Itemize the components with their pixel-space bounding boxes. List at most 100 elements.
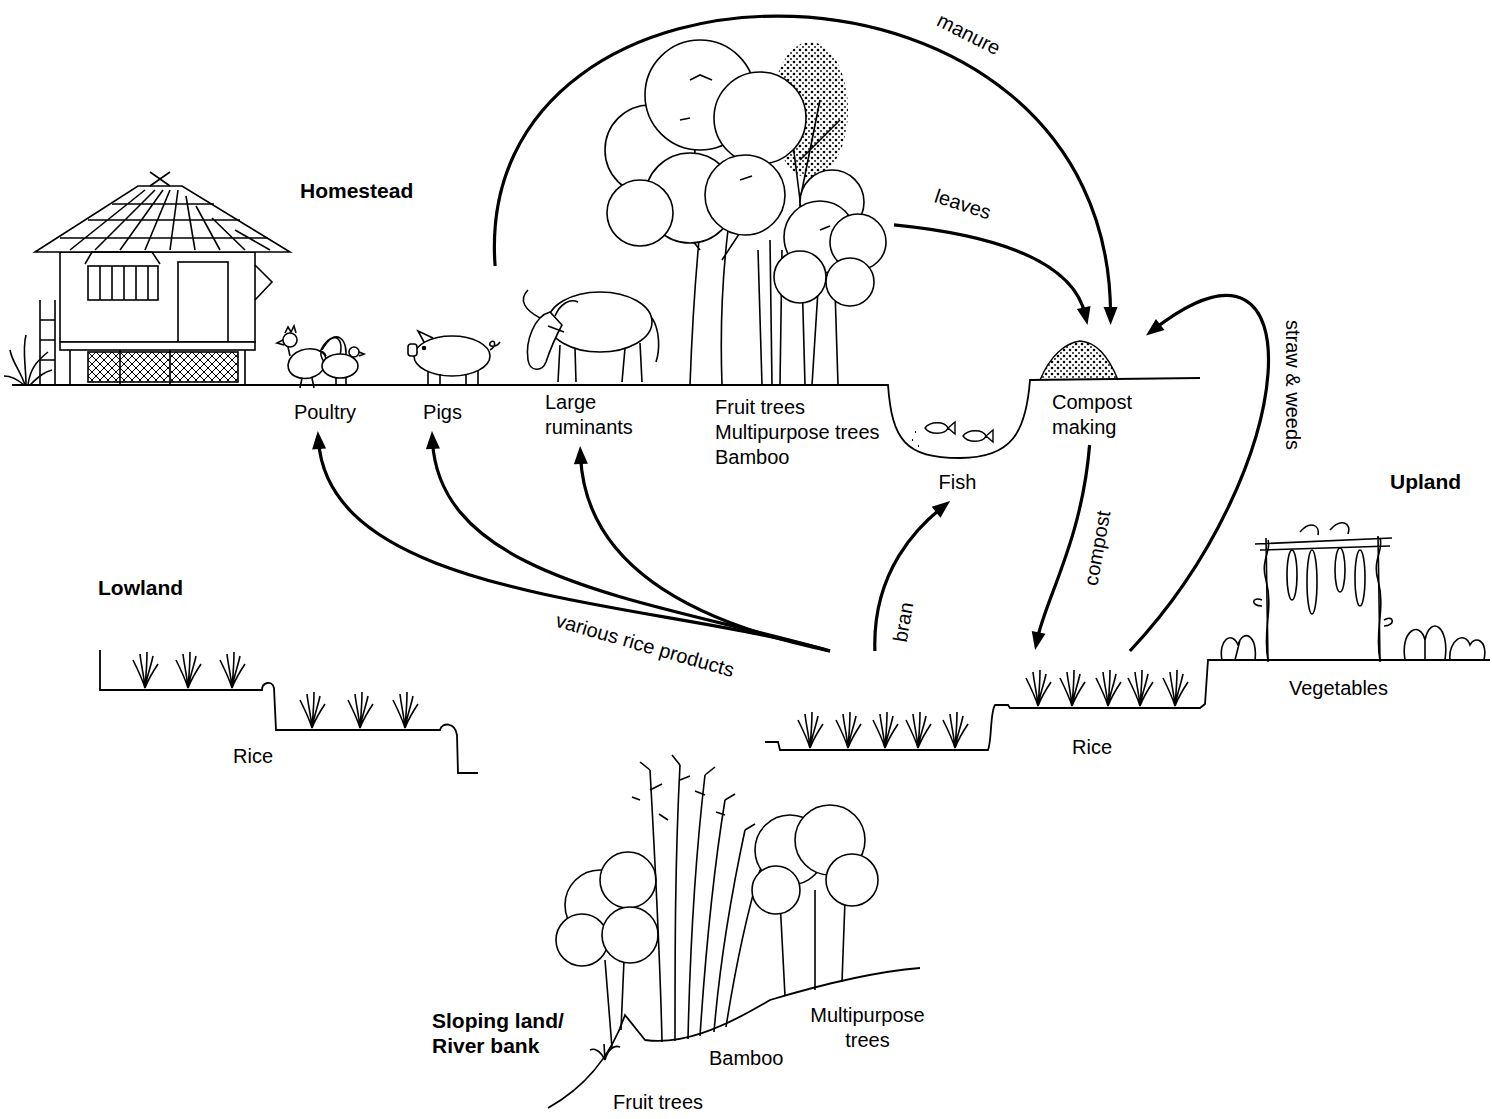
vegetable-bushes [1221,626,1484,660]
component-label: Compost making [1052,390,1135,440]
component-node: Rice [765,655,1210,760]
pig-details [418,331,500,384]
buffalo-body [548,292,652,352]
house-flap [255,265,272,300]
flow-arrow [1032,445,1090,650]
area-label: Rice [233,744,273,769]
house-door [178,262,228,342]
sloping-land [548,755,920,1108]
component-label: Bamboo [715,445,880,470]
area-label: Vegetables [1289,676,1388,701]
text-block: Compost making [1052,390,1135,440]
house-plant [4,335,52,385]
rooster-head [283,333,297,347]
arrow-line [1130,295,1269,651]
rice-plant [1026,670,1051,706]
roof-thatch [60,172,270,250]
arrow-label: compost [1079,507,1114,589]
rice-plant [1128,670,1153,706]
house-roof [35,186,290,252]
homestead-trees [605,40,886,385]
component-label: Pigs [400,400,485,425]
arrow-head [426,431,440,449]
flow-arrow [894,225,1090,325]
tree-canopy [774,251,826,303]
arrow-line [494,16,1110,315]
component-node: Compost making [1035,330,1140,440]
text-block: Fruit treesMultipurpose treesBamboo [715,395,880,470]
arrow-line [875,507,943,651]
component-node: Large ruminants [490,270,660,440]
pig-eye [423,347,426,350]
rice-terraces-right [765,660,1490,750]
hen-details [321,352,364,386]
rice-plant [220,652,245,688]
bamboo-culms [650,765,760,1042]
house-wall [60,252,255,342]
buffalo-head [527,312,562,369]
arrow-line [1037,445,1090,640]
arrow-line [894,225,1085,315]
trellis-vines [1254,523,1393,660]
area-label: Homestead [300,178,413,203]
canopy-shading [680,75,830,230]
hen-head [349,347,359,357]
fish-shape [925,422,993,442]
poultry-drawing [277,326,364,388]
arrow-label: leaves [930,184,996,224]
component-label: Fish [905,470,1010,495]
tree-canopy [607,180,673,246]
area-label: Upland [1390,469,1461,494]
area-label: Multipurpose trees [809,1003,926,1053]
rice-plant [1163,670,1188,706]
rice-plant [798,712,823,748]
buffalo-details [523,290,658,382]
house-stilts [70,350,245,385]
rice-plant [300,692,325,728]
arrow-head [312,431,326,449]
rice-plant [873,712,898,748]
arrow-line [432,441,829,651]
flow-arrow [875,501,950,651]
component-label: Multipurpose trees [715,420,880,445]
tree-canopy [705,155,785,235]
arrow-label: bran [888,598,917,645]
rice-plant [176,652,201,688]
text-block: Fish [905,470,1010,495]
flow-arrow [494,16,1117,325]
bamboo-leaves [632,755,769,870]
tree-canopy [602,907,658,963]
arrow-head [574,446,588,464]
gourd [1307,550,1317,614]
house-drawing [4,172,290,385]
component-label: Large ruminants [545,390,635,440]
component-node: Fruit treesMultipurpose treesBamboo [665,40,890,470]
component-label: Rice [1072,735,1112,760]
pig-drawing [408,331,500,384]
area-label: Sloping land/ River bank [432,1008,566,1058]
tree-canopy [600,852,656,908]
pond-bubbles [912,432,919,446]
area-label: Bamboo [709,1046,784,1071]
component-node: Poultry [280,320,370,425]
house-lattice [88,352,238,382]
arrow-head [932,501,950,518]
flow-arrow [574,446,830,651]
arrow-line [581,456,830,651]
gourd [1355,550,1365,606]
rice-plant [348,692,373,728]
component-node: Pigs [400,325,485,425]
slope-plant [590,1044,620,1060]
vegetable-trellis [1221,523,1484,662]
tree-canopy [556,914,608,966]
rice-plant [906,712,931,748]
fruit-tree-trunks [605,960,624,1048]
rice-plant [1060,670,1085,706]
rice-plant [943,712,968,748]
house-floor [60,342,255,350]
arrow-head [1146,319,1165,336]
rice-plant [133,652,158,688]
area-label: Lowland [98,575,183,600]
terrace-line [765,660,1490,750]
buffalo-drawing [523,290,658,382]
